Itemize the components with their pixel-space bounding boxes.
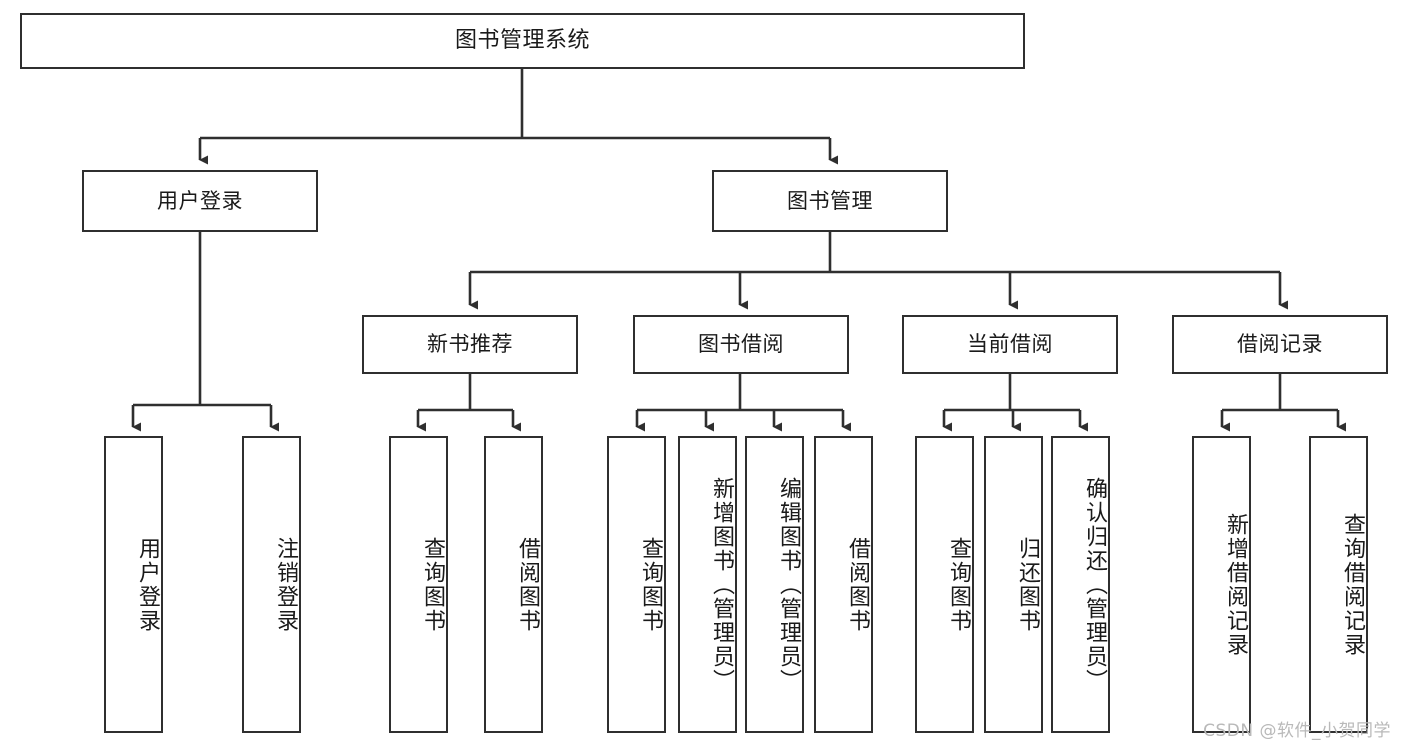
node-borrow-record-label: 借阅记录 xyxy=(1237,332,1323,357)
node-book-borrow[interactable]: 图书借阅 xyxy=(633,315,849,374)
node-user-login[interactable]: 用户登录 xyxy=(82,170,318,232)
node-current-borrow[interactable]: 当前借阅 xyxy=(902,315,1118,374)
node-book-admin[interactable]: 图书管理 xyxy=(712,170,948,232)
leaf-add-book[interactable]: 新增图书（管理员） xyxy=(678,436,737,733)
leaf-user-login[interactable]: 用户登录 xyxy=(104,436,163,733)
leaf-return-book-label: 归还图书 xyxy=(1015,536,1040,633)
leaf-query-record[interactable]: 查询借阅记录 xyxy=(1309,436,1368,733)
leaf-query-book-1[interactable]: 查询图书 xyxy=(389,436,448,733)
leaf-query-record-label: 查询借阅记录 xyxy=(1340,512,1365,657)
leaf-borrow-book-1[interactable]: 借阅图书 xyxy=(484,436,543,733)
node-borrow-record[interactable]: 借阅记录 xyxy=(1172,315,1388,374)
leaf-confirm-return-label: 确认归还（管理员） xyxy=(1082,476,1107,693)
node-user-login-label: 用户登录 xyxy=(157,188,243,213)
node-new-book-rec-label: 新书推荐 xyxy=(427,332,513,357)
leaf-confirm-return[interactable]: 确认归还（管理员） xyxy=(1051,436,1110,733)
leaf-logout-label: 注销登录 xyxy=(273,536,298,633)
leaf-query-book-2-label: 查询图书 xyxy=(638,536,663,633)
node-new-book-rec[interactable]: 新书推荐 xyxy=(362,315,578,374)
leaf-query-book-3-label: 查询图书 xyxy=(946,536,971,633)
node-book-admin-label: 图书管理 xyxy=(787,188,873,213)
node-root-label: 图书管理系统 xyxy=(454,27,590,53)
leaf-borrow-book-1-label: 借阅图书 xyxy=(515,536,540,633)
leaf-user-login-label: 用户登录 xyxy=(135,536,160,633)
leaf-return-book[interactable]: 归还图书 xyxy=(984,436,1043,733)
leaf-query-book-3[interactable]: 查询图书 xyxy=(915,436,974,733)
leaf-edit-book-label: 编辑图书（管理员） xyxy=(776,476,801,693)
leaf-borrow-book-2-label: 借阅图书 xyxy=(845,536,870,633)
leaf-edit-book[interactable]: 编辑图书（管理员） xyxy=(745,436,804,733)
leaf-query-book-2[interactable]: 查询图书 xyxy=(607,436,666,733)
leaf-query-book-1-label: 查询图书 xyxy=(420,536,445,633)
node-current-borrow-label: 当前借阅 xyxy=(967,332,1053,357)
leaf-borrow-book-2[interactable]: 借阅图书 xyxy=(814,436,873,733)
node-book-borrow-label: 图书借阅 xyxy=(698,332,784,357)
leaf-add-record[interactable]: 新增借阅记录 xyxy=(1192,436,1251,733)
leaf-logout[interactable]: 注销登录 xyxy=(242,436,301,733)
watermark-text: CSDN @软件_小贺同学 xyxy=(1203,721,1391,741)
leaf-add-record-label: 新增借阅记录 xyxy=(1223,512,1248,657)
node-root[interactable]: 图书管理系统 xyxy=(20,13,1025,69)
leaf-add-book-label: 新增图书（管理员） xyxy=(709,476,734,693)
